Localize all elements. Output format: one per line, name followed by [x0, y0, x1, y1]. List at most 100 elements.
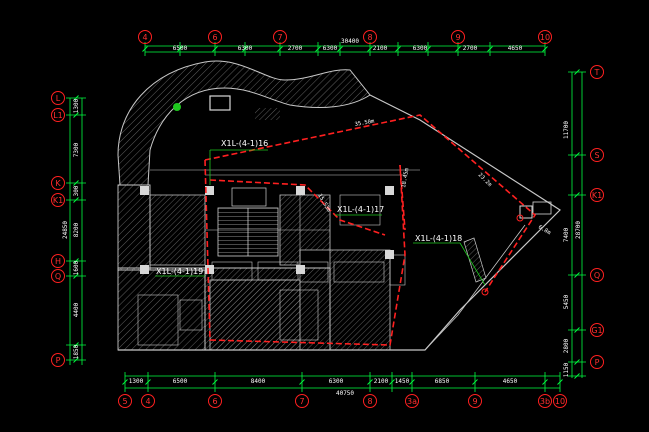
right-dim: 5450: [563, 294, 570, 309]
right-axis-K1: K1: [590, 188, 604, 202]
svg-text:8: 8: [367, 397, 372, 406]
top-dim: 2700: [288, 45, 303, 52]
left-dim: 1300: [73, 98, 80, 113]
right-dim: 1150: [563, 362, 570, 377]
svg-text:P: P: [595, 358, 600, 367]
svg-text:8: 8: [367, 33, 372, 42]
right-dim: 7400: [563, 227, 570, 242]
left-total: 24850: [62, 221, 69, 239]
left-dim: 300: [73, 185, 80, 196]
bottom-axis-5: 5: [118, 394, 132, 408]
left-axis-P: P: [51, 353, 65, 367]
bottom-axis-6: 6: [208, 394, 222, 408]
top-axis-4: 4: [138, 30, 152, 44]
zone-labels: X1L-(4-1)16 X1L-(4-1)17 X1L-(4-1)18 X1L-…: [155, 139, 486, 286]
svg-text:5: 5: [122, 397, 127, 406]
svg-text:H: H: [55, 257, 61, 266]
svg-text:S: S: [594, 151, 599, 160]
building-outline: [117, 60, 561, 351]
svg-text:L: L: [56, 94, 61, 103]
svg-text:Q: Q: [594, 271, 600, 280]
left-axis-L1: L1: [51, 108, 65, 122]
bottom-axis-8: 8: [363, 394, 377, 408]
bottom-dim: 6300: [329, 378, 344, 385]
svg-text:9: 9: [472, 397, 477, 406]
svg-text:G1: G1: [591, 326, 602, 335]
top-dim: 2700: [463, 45, 478, 52]
top-dim: 6500: [173, 45, 188, 52]
svg-text:3a: 3a: [407, 397, 417, 406]
svg-text:K1: K1: [592, 191, 602, 200]
top-total: 30400: [341, 38, 359, 45]
dimension-lines: [69, 45, 583, 389]
left-dim: 4400: [73, 302, 80, 317]
left-axis-K: K: [51, 176, 65, 190]
svg-text:3b: 3b: [540, 397, 550, 406]
bottom-axis-7: 7: [295, 394, 309, 408]
left-axis-H: H: [51, 254, 65, 268]
svg-text:K: K: [55, 179, 61, 188]
svg-text:9: 9: [455, 33, 460, 42]
svg-text:6: 6: [212, 33, 217, 42]
right-axis-S: S: [590, 148, 604, 162]
svg-text:6: 6: [212, 397, 217, 406]
left-axis-K1: K1: [51, 193, 65, 207]
top-dim: 6300: [238, 45, 253, 52]
top-dim: 6300: [413, 45, 428, 52]
bottom-dim: 1450: [395, 378, 410, 385]
route-length-1: 35.50m: [354, 118, 375, 127]
top-axis-7: 7: [273, 30, 287, 44]
svg-text:7: 7: [299, 397, 304, 406]
route-length-5: 6.8m: [537, 225, 552, 237]
svg-text:4: 4: [145, 397, 150, 406]
top-axis-10: 10: [538, 30, 552, 44]
route-length-2: 23.2m: [477, 172, 493, 188]
left-axis-L: L: [51, 91, 65, 105]
bottom-axis-4: 4: [141, 394, 155, 408]
top-axis-8: 8: [363, 30, 377, 44]
right-total: 28700: [575, 221, 582, 239]
svg-text:10: 10: [540, 33, 550, 42]
zone-label-19: X1L-(4-1)19: [156, 267, 203, 276]
svg-text:P: P: [56, 356, 61, 365]
bottom-dim: 1300: [129, 378, 144, 385]
right-axis-Q: Q: [590, 268, 604, 282]
top-axis-9: 9: [451, 30, 465, 44]
svg-text:4: 4: [142, 33, 147, 42]
top-dim: 4650: [508, 45, 523, 52]
right-axis-G1: G1: [590, 323, 604, 337]
zone-label-16: X1L-(4-1)16: [221, 139, 268, 148]
bottom-axis-9: 9: [468, 394, 482, 408]
left-dim: 1600: [73, 260, 80, 275]
bottom-axis-3a: 3a: [405, 394, 419, 408]
bottom-dim: 4650: [503, 378, 518, 385]
right-axis-P: P: [590, 355, 604, 369]
svg-text:K1: K1: [53, 196, 63, 205]
top-axis-6: 6: [208, 30, 222, 44]
left-dim: 7300: [73, 142, 80, 157]
right-dim: 11700: [563, 121, 570, 139]
svg-text:10: 10: [555, 397, 565, 406]
left-dim: 1850: [73, 344, 80, 359]
bottom-dim: 6500: [173, 378, 188, 385]
svg-text:T: T: [594, 68, 600, 77]
bottom-total: 40750: [336, 390, 354, 397]
svg-text:Q: Q: [55, 272, 61, 281]
bottom-dim: 2100: [374, 378, 389, 385]
zone-label-17: X1L-(4-1)17: [337, 205, 384, 214]
bottom-axis-3b: 3b: [538, 394, 552, 408]
left-dim: 8200: [73, 222, 80, 237]
escape-route: [204, 114, 537, 346]
bottom-dim: 8400: [251, 378, 266, 385]
bottom-axis-10: 10: [553, 394, 567, 408]
left-axis-Q: Q: [51, 269, 65, 283]
marker-icons: [173, 103, 524, 296]
zone-label-18: X1L-(4-1)18: [415, 234, 462, 243]
route-length-4: 18.45m: [401, 167, 410, 188]
top-dim: 6300: [323, 45, 338, 52]
